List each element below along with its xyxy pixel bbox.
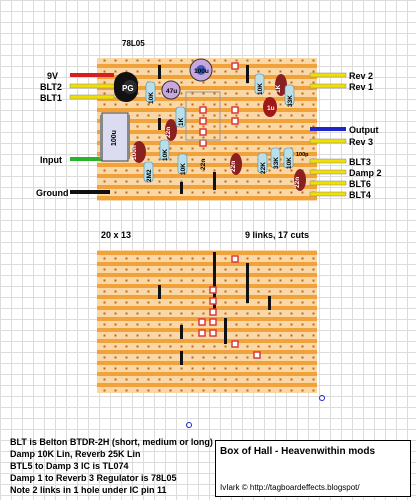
right-connection-labels: Rev 2 Rev 1 Output Rev 3 BLT3 Damp 2 BLT… [349, 71, 382, 200]
info-box: Box of Hall - Heavenwithin mods IvIark ©… [215, 440, 411, 497]
svg-text:22n: 22n [294, 177, 301, 188]
wire-ground [70, 190, 110, 194]
wire-rev1 [309, 83, 347, 89]
notes: BLT is Belton BTDR-2H (short, medium or … [10, 436, 215, 496]
conn-blt2: BLT2 [40, 82, 62, 92]
conn-blt6: BLT6 [349, 179, 371, 189]
conn-blt3: BLT3 [349, 157, 371, 167]
right-wires [309, 72, 347, 197]
svg-text:47u: 47u [166, 88, 177, 95]
wire-output [310, 127, 346, 131]
svg-text:10K: 10K [286, 157, 293, 169]
credit-link[interactable]: IvIark © http://tagboardeffects.blogspot… [220, 483, 360, 492]
conn-rev1: Rev 1 [349, 82, 373, 92]
svg-text:1u: 1u [267, 105, 275, 112]
svg-text:33K: 33K [273, 157, 280, 169]
link-summary: 9 links, 17 cuts [245, 230, 309, 240]
wire-input [70, 157, 105, 161]
hole-marker [186, 422, 192, 428]
wire-blt2 [69, 83, 115, 89]
bottom-board [97, 250, 317, 393]
wire-blt1 [69, 94, 115, 100]
hole-marker-2 [319, 395, 325, 401]
wire-9v [70, 73, 114, 77]
top-components [100, 58, 306, 191]
svg-text:100p: 100p [296, 152, 309, 158]
svg-text:33K: 33K [287, 95, 294, 107]
svg-text:2M2: 2M2 [146, 169, 153, 182]
note-line: Damp 10K Lin, Reverb 25K Lin [10, 449, 141, 459]
regulator-label: 78L05 [122, 39, 145, 48]
svg-text:10K: 10K [162, 149, 169, 161]
svg-text:1K: 1K [178, 117, 185, 126]
svg-text:22n: 22n [165, 127, 172, 138]
svg-text:100u: 100u [111, 130, 118, 146]
note-line: Note 2 links in 1 hole under IC pin 11 [10, 485, 167, 495]
left-connection-labels: 9V BLT2 BLT1 Input Ground [36, 71, 69, 198]
wire-rev3 [309, 138, 347, 144]
svg-text:22K: 22K [260, 162, 267, 174]
svg-text:10K: 10K [180, 163, 187, 175]
wire-damp2 [309, 169, 347, 175]
wire-blt4 [309, 191, 347, 197]
note-line: BLT is Belton BTDR-2H (short, medium or … [10, 437, 213, 447]
svg-text:100u: 100u [194, 68, 209, 75]
board-size: 20 x 13 [101, 230, 131, 240]
svg-text:10K: 10K [257, 83, 264, 95]
conn-rev3: Rev 3 [349, 137, 373, 147]
conn-blt4: BLT4 [349, 190, 371, 200]
wire-blt3 [309, 158, 347, 164]
wire-rev2 [309, 72, 347, 78]
svg-text:100n: 100n [131, 145, 138, 160]
wire-blt6 [309, 180, 347, 186]
conn-blt1: BLT1 [40, 93, 62, 103]
bottom-cuts [198, 255, 261, 359]
conn-rev2: Rev 2 [349, 71, 373, 81]
conn-damp2: Damp 2 [349, 168, 382, 178]
svg-text:22n: 22n [230, 161, 237, 172]
conn-input: Input [40, 155, 62, 165]
top-cuts [199, 62, 239, 147]
note-line: BTL5 to Damp 3 IC is TL074 [10, 461, 129, 471]
pg-label: PG [122, 84, 134, 93]
svg-text:22n: 22n [200, 159, 207, 170]
bottom-links [158, 252, 271, 365]
note-line: Damp 1 to Reverb 3 Regulator is 78L05 [10, 473, 177, 483]
svg-text:10K: 10K [148, 92, 155, 104]
svg-text:1K: 1K [275, 84, 282, 93]
conn-ground: Ground [36, 188, 69, 198]
conn-9v: 9V [47, 71, 58, 81]
conn-output: Output [349, 125, 379, 135]
diagram-title: Box of Hall - Heavenwithin mods [220, 446, 376, 457]
component-labels: PG 47u 100u 10K 1K 10K 22n 1u 10K 33K 1K… [111, 68, 309, 188]
